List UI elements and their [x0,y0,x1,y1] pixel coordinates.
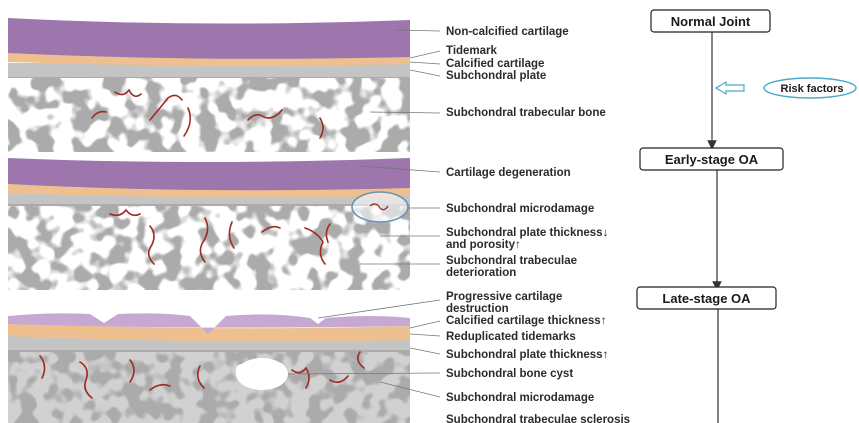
svg-text:Late-stage OA: Late-stage OA [662,291,751,306]
panel-normal-joint [8,18,410,152]
late-label-2: Reduplicated tidemarks [446,331,576,343]
late-label-1: Calcified cartilage thickness↑ [446,315,606,327]
bone-pores-normal [8,78,410,152]
risk-arrow-icon [716,82,744,94]
late-label-6: Subchondral trabeculae sclerosis [446,414,630,423]
early-label-1: Subchondral microdamage [446,203,594,215]
svg-text:Risk factors: Risk factors [781,83,844,95]
stage-late-oa: Late-stage OA [637,287,776,309]
panel-early-stage [8,158,410,290]
bone-pores-late [8,352,410,423]
normal-label-3: Subchondral plate [446,70,546,82]
svg-text:Normal Joint: Normal Joint [671,14,751,29]
degenerating-cartilage-early [8,158,410,190]
normal-label-1: Tidemark [446,45,498,57]
risk-factors: Risk factors [716,78,856,98]
labels-normal-joint: Non-calcified cartilageTidemarkCalcified… [446,26,606,119]
panel-late-stage [8,313,410,423]
early-label-0: Cartilage degeneration [446,167,571,179]
labels-late-stage: Progressive cartilagedestructionCalcifie… [446,291,630,423]
late-label-4: Subchondral bone cyst [446,368,573,380]
early-label-2: Subchondral plate thickness↓and porosity… [446,227,608,251]
normal-label-2: Calcified cartilage [446,58,544,70]
late-label-0: Progressive cartilagedestruction [446,291,562,315]
non-calcified-cartilage-normal [8,18,410,59]
normal-label-0: Non-calcified cartilage [446,26,569,38]
late-label-3: Subchondral plate thickness↑ [446,349,608,361]
bone-pores-early [8,206,410,290]
stage-early-oa: Early-stage OA [640,148,783,170]
normal-label-4: Subchondral trabecular bone [446,107,606,119]
labels-early-stage: Cartilage degenerationSubchondral microd… [446,167,608,279]
late-label-5: Subchondral microdamage [446,392,594,404]
svg-text:Early-stage OA: Early-stage OA [665,152,759,167]
stage-normal-joint: Normal Joint [651,10,770,32]
early-label-3: Subchondral trabeculaedeterioration [446,255,577,279]
